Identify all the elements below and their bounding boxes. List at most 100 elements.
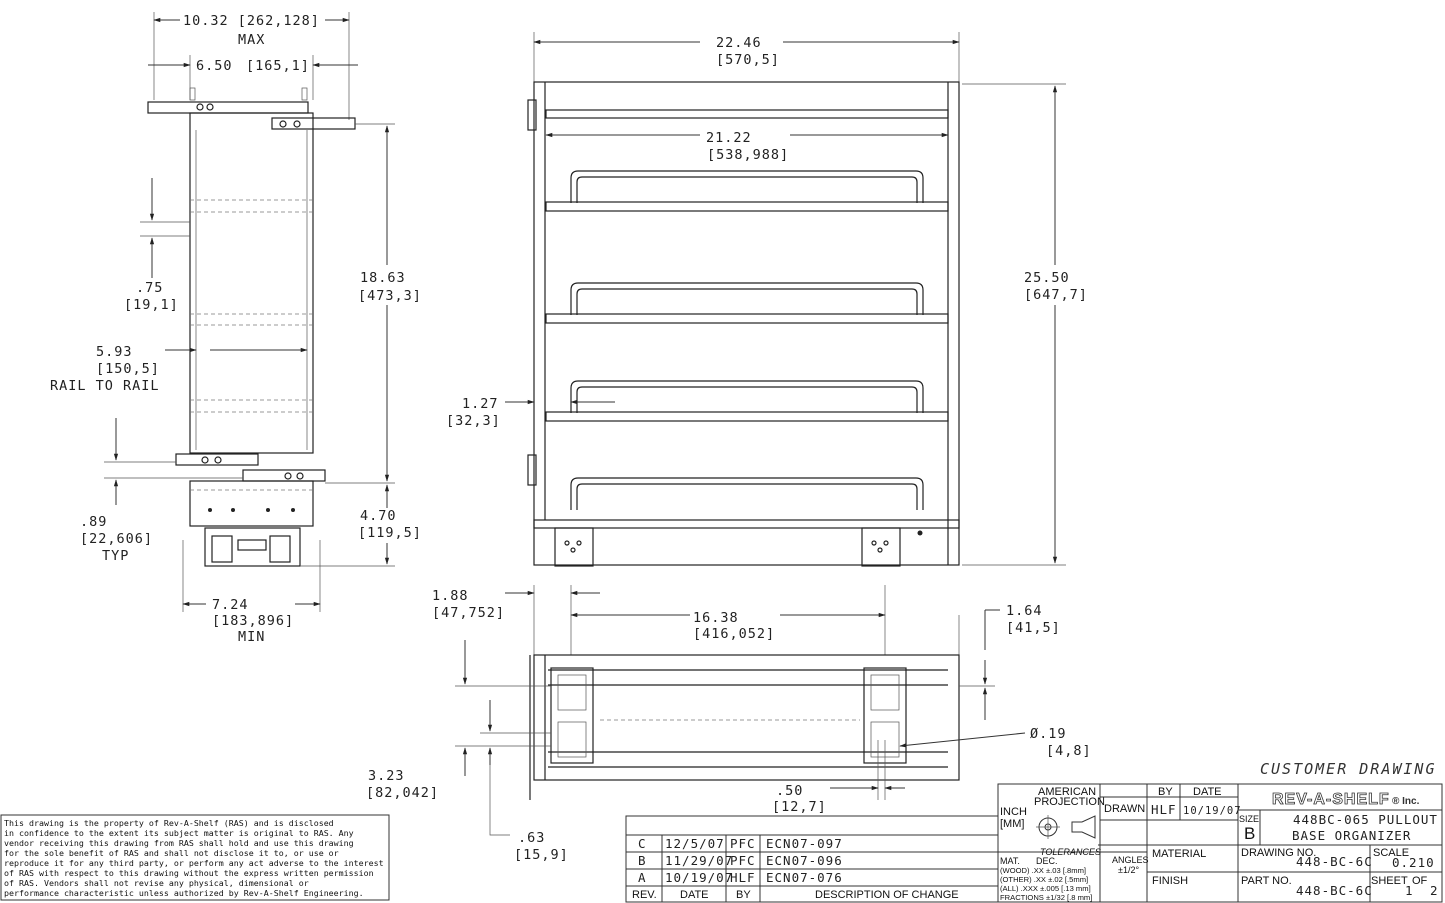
rail-to-rail-mm: [150,5]	[96, 361, 160, 377]
date-header: DATE	[1193, 786, 1222, 798]
hole-mm: [4,8]	[1046, 743, 1092, 759]
bottom-view: 1.88 [47,752] 16.38 [416,052] 1.64 [41,5…	[366, 585, 1092, 863]
rev-row-a-rev: A	[638, 870, 647, 885]
bottom-c-in: 1.64	[1006, 603, 1043, 619]
mat-label: MAT.	[1000, 856, 1020, 866]
rail-width-mm: [165,1]	[246, 58, 310, 74]
inner-depth-mm: [538,988]	[707, 147, 789, 163]
material-label: MATERIAL	[1152, 848, 1206, 860]
rev-header-date: DATE	[680, 889, 709, 901]
rev-row-b-by: PFC	[730, 853, 756, 868]
rev-row-c-by: PFC	[730, 836, 756, 851]
rev-row-c-rev: C	[638, 836, 647, 851]
total-height-in: 25.50	[1024, 270, 1070, 286]
spacing-mm: [19,1]	[124, 297, 179, 313]
offset-in: 1.27	[462, 396, 499, 412]
rail-to-rail-label: RAIL TO RAIL	[50, 378, 160, 394]
by-header: BY	[1158, 786, 1173, 798]
hole-in: Ø.19	[1030, 726, 1067, 742]
company-suffix: ® Inc.	[1392, 796, 1420, 807]
property-notice: This drawing is the property of Rev-A-Sh…	[0, 814, 390, 901]
rev-header-rev: REV.	[632, 889, 657, 901]
rev-row-b-date: 11/29/07	[665, 853, 733, 868]
finish-label: FINISH	[1152, 875, 1188, 887]
company-name: REV-A-SHELF	[1272, 791, 1390, 808]
front-view: 22.46 [570,5]	[446, 32, 1088, 567]
projection-line2: PROJECTION	[1034, 796, 1105, 808]
rev-row-b-rev: B	[638, 853, 647, 868]
bottom-b-in: 16.38	[693, 610, 739, 626]
title-block: CUSTOMER DRAWING AMERICAN PROJECTION INC…	[997, 760, 1443, 903]
sheet-label: SHEET	[1371, 875, 1408, 887]
tol-other: (OTHER) .XX ±.02 [.5mm]	[1000, 875, 1088, 884]
side-view: 10.32 [262,128] MAX 6.50 [165,1]	[50, 12, 422, 645]
typ-mm: [22,606]	[80, 531, 153, 547]
tolerances-title: TOLERANCES	[1040, 847, 1101, 857]
angles-value: ±1/2°	[1118, 865, 1139, 875]
title-line1: 448BC-065 PULLOUT	[1293, 812, 1438, 827]
overall-width-dim: 10.32 [262,128]	[183, 13, 320, 29]
projection-line1: AMERICAN	[1038, 786, 1096, 798]
min-width-mm: [183,896]	[212, 613, 294, 629]
notice-line: performance characteristic unless author…	[4, 888, 364, 898]
tol-all: (ALL) .XXX ±.005 [.13 mm]	[1000, 884, 1091, 893]
bottom-e-in: .50	[776, 783, 803, 799]
sheet-total: 2	[1430, 883, 1439, 898]
dec-label: DEC.	[1036, 856, 1058, 866]
title-line2: BASE ORGANIZER	[1292, 828, 1411, 843]
height-in: 18.63	[360, 270, 406, 286]
rail-width-in: 6.50	[196, 58, 233, 74]
of-label: OF	[1412, 875, 1428, 887]
inch-label: INCH	[1000, 806, 1027, 818]
sheet-num: 1	[1405, 883, 1414, 898]
drawn-label: DRAWN	[1104, 803, 1145, 815]
revision-table: C 12/5/07 PFC ECN07-097 B 11/29/07 PFC E…	[625, 815, 999, 903]
rail-to-rail-in: 5.93	[96, 344, 133, 360]
rev-row-a-desc: ECN07-076	[766, 870, 843, 885]
mm-label: [MM]	[1000, 818, 1024, 830]
drawing-no: 448-BC-6C	[1296, 854, 1373, 869]
angles-label: ANGLES	[1112, 855, 1149, 865]
height-mm: [473,3]	[358, 288, 422, 304]
notice-line: for the sole benefit of RAS and shall no…	[4, 848, 339, 858]
bottom-a-mm: [47,752]	[432, 605, 505, 621]
typ-label: TYP	[102, 548, 129, 564]
scale-value: 0.210	[1392, 855, 1435, 870]
min-label: MIN	[238, 629, 265, 645]
rev-row-a-by: HLF	[730, 870, 756, 885]
total-height-mm: [647,7]	[1024, 287, 1088, 303]
rev-header-desc: DESCRIPTION OF CHANGE	[815, 889, 959, 901]
bottom-f-in: .63	[518, 830, 545, 846]
base-in: 4.70	[360, 508, 397, 524]
drawing-no-label: DRAWING NO.	[1241, 847, 1316, 859]
size-value: B	[1244, 824, 1255, 843]
min-width-in: 7.24	[212, 597, 249, 613]
bottom-a-in: 1.88	[432, 588, 469, 604]
depth-mm: [570,5]	[716, 52, 780, 68]
notice-line: reproduce it for any third party, or per…	[4, 858, 384, 868]
inner-depth-in: 21.22	[706, 130, 752, 146]
max-label: MAX	[238, 32, 265, 48]
notice-line: vendor receiving this drawing from RAS s…	[4, 838, 354, 848]
size-label: SIZE	[1239, 814, 1259, 824]
offset-mm: [32,3]	[446, 413, 501, 429]
bottom-d-in: 3.23	[368, 768, 405, 784]
rev-row-c-date: 12/5/07	[665, 836, 725, 851]
customer-drawing-label: CUSTOMER DRAWING	[1260, 760, 1437, 778]
drawn-date: 10/19/07	[1183, 805, 1242, 817]
base-mm: [119,5]	[358, 525, 422, 541]
bottom-e-mm: [12,7]	[772, 799, 827, 815]
notice-line: This drawing is the property of Rev-A-Sh…	[4, 818, 334, 828]
bottom-d-mm: [82,042]	[366, 785, 439, 801]
rev-row-c-desc: ECN07-097	[766, 836, 843, 851]
bottom-c-mm: [41,5]	[1006, 620, 1061, 636]
depth-in: 22.46	[716, 35, 762, 51]
typ-in: .89	[80, 514, 107, 530]
rev-row-a-date: 10/19/07	[665, 870, 733, 885]
drawn-by: HLF	[1151, 802, 1177, 817]
notice-line: of RAS. Vendors shall not revise any phy…	[4, 878, 309, 888]
rev-header-by: BY	[736, 889, 751, 901]
company-logo: REV-A-SHELF ® Inc.	[1272, 791, 1420, 809]
